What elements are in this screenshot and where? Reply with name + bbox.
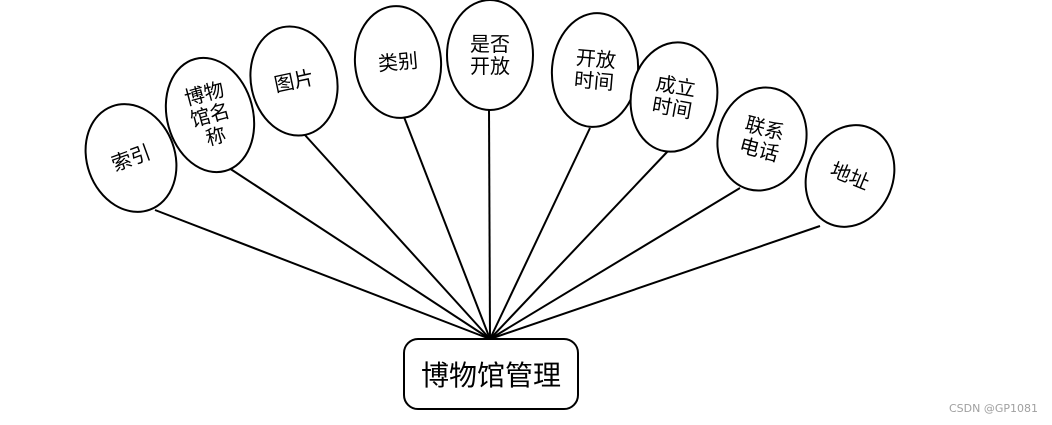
attribute-label: 时间 [573, 67, 615, 94]
attribute-label: 类别 [377, 48, 419, 75]
attribute-picture: 图片 [249, 25, 339, 137]
attribute-category: 类别 [353, 5, 443, 119]
connector-is-open [488, 109, 491, 340]
attribute-ellipse [249, 25, 339, 137]
attribute-ellipse [629, 41, 719, 153]
entity-node: 博物馆管理 [403, 338, 579, 410]
connector-lines [154, 109, 821, 340]
attribute-ellipse [804, 124, 896, 228]
attribute-ellipse [84, 103, 178, 213]
attribute-nodes: 索引博物馆名称图片类别是否开放开放时间成立时间联系电话地址 [84, 0, 896, 228]
attribute-index: 索引 [84, 103, 178, 213]
connector-museum-name [228, 167, 491, 340]
connector-category [403, 116, 491, 340]
attribute-label: 开放 [470, 54, 510, 78]
connector-open-time [489, 127, 591, 340]
connector-address [489, 225, 821, 340]
connector-contact-phone [489, 187, 741, 340]
attribute-ellipse [353, 5, 443, 119]
connector-index [154, 209, 491, 340]
attribute-address: 地址 [804, 124, 896, 228]
connector-founded-time [489, 150, 669, 340]
attribute-ellipse [446, 0, 534, 111]
connector-picture [303, 133, 491, 340]
attribute-label: 开放 [575, 45, 617, 72]
entity-box [403, 338, 579, 410]
attribute-label: 是否 [470, 32, 510, 56]
entity-label: 博物馆管理 [421, 359, 561, 392]
attribute-ellipse [164, 56, 256, 174]
watermark: CSDN @GP1081 [948, 402, 1038, 415]
attribute-ellipse [716, 86, 808, 192]
